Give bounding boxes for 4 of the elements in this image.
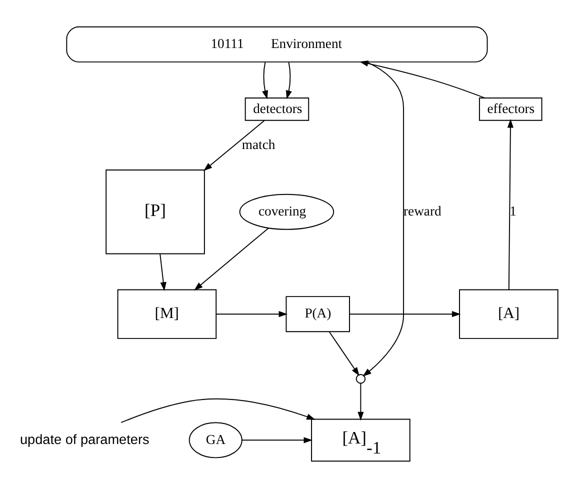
edge-label: reward [404,203,442,218]
edge-label: 1 [510,203,516,218]
node-text: update of parameters [20,432,150,447]
edge-label: match [242,136,276,152]
